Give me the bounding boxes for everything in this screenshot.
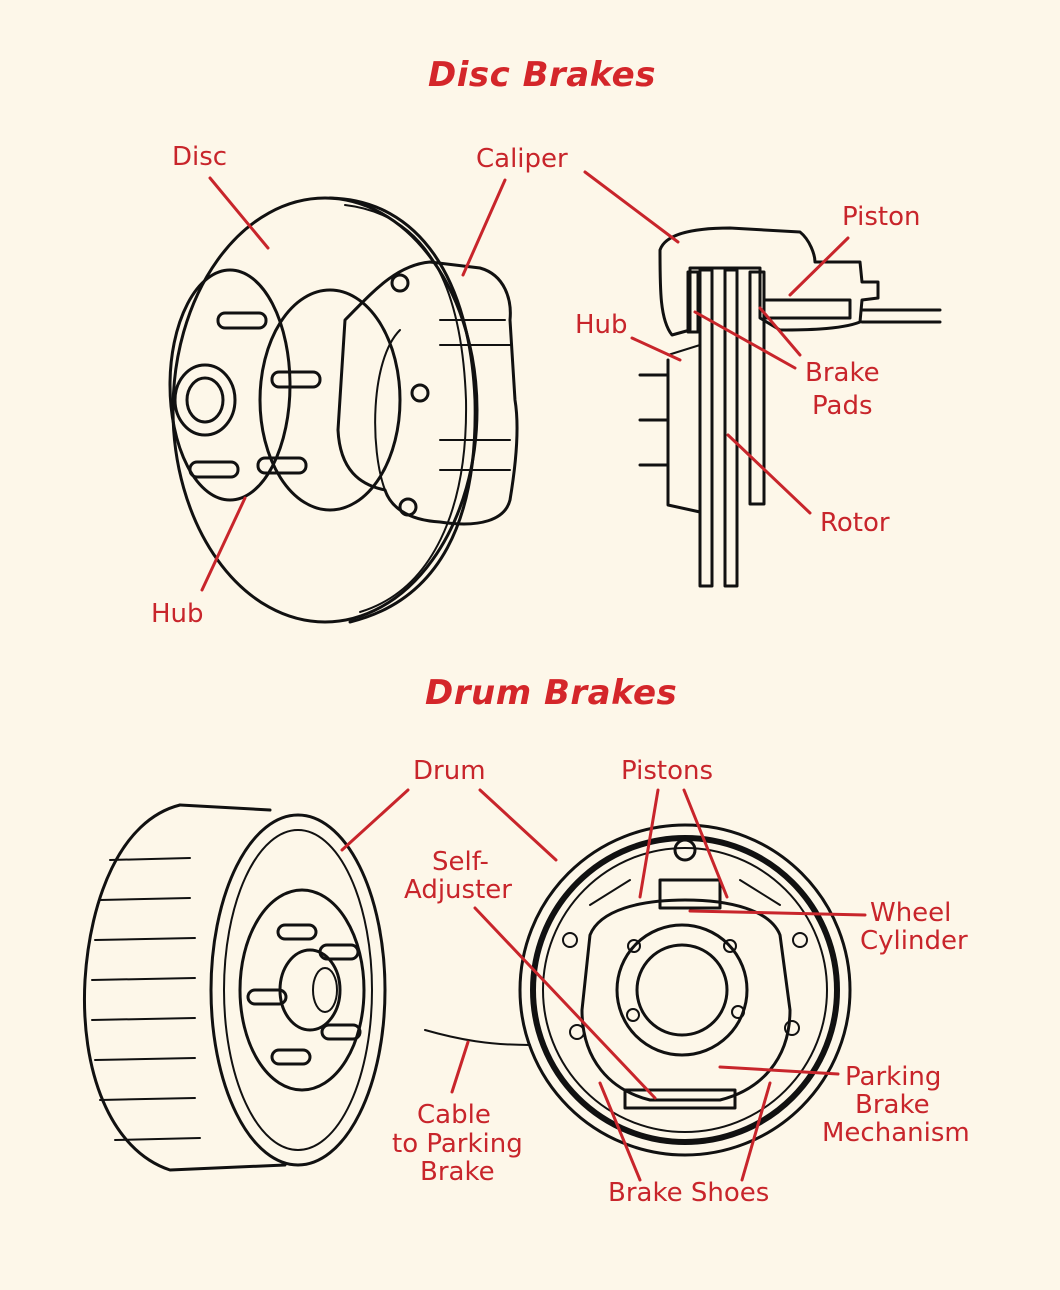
label-cable-2: to Parking	[392, 1129, 523, 1159]
label-wheel-cylinder-1: Wheel	[870, 898, 952, 928]
drum-studs	[246, 923, 362, 1066]
drum-fins	[91, 857, 201, 1141]
disc-rotor-face	[171, 196, 479, 624]
brake-pad-outer	[748, 270, 766, 506]
drum-backing-ring-outer	[518, 823, 852, 1157]
drum-interior-illustration	[424, 823, 852, 1157]
label-brake-shoes: Brake Shoes	[608, 1178, 770, 1208]
anchor-pin	[673, 838, 697, 862]
label-disc: Disc	[172, 142, 228, 172]
self-adjuster	[623, 1088, 737, 1110]
label-brake-pads-2: Pads	[812, 391, 873, 421]
wheel-studs	[188, 311, 322, 479]
hub-studs-section	[638, 373, 670, 467]
hub-face	[168, 268, 292, 502]
hub-flange	[258, 288, 402, 512]
label-hub-right: Hub	[575, 310, 628, 340]
disc-brakes-title: Disc Brakes	[428, 55, 656, 95]
drum-illustration	[82, 803, 387, 1172]
label-cable-1: Cable	[417, 1100, 491, 1130]
return-springs	[589, 879, 781, 906]
drum-face	[209, 813, 387, 1167]
label-hub-left: Hub	[151, 599, 204, 629]
backing-plate-center	[615, 923, 749, 1057]
label-brake-pads-1: Brake	[805, 358, 880, 388]
caliper-section	[658, 226, 880, 337]
brake-shoes	[580, 898, 792, 1102]
label-self-adjuster-1: Self-	[432, 847, 489, 877]
label-parking-mech-3: Mechanism	[822, 1118, 970, 1148]
disc-rotor-edge	[328, 196, 477, 624]
label-self-adjuster-2: Adjuster	[404, 875, 512, 905]
drum-hub-plate	[238, 888, 366, 1092]
hub-section	[666, 358, 702, 514]
label-parking-mech-1: Parking	[845, 1062, 942, 1092]
drum-brakes-title: Drum Brakes	[425, 673, 678, 713]
disc-brake-illustration	[168, 196, 519, 624]
label-rotor: Rotor	[820, 508, 890, 538]
hub-cap	[173, 363, 237, 437]
piston-section	[762, 298, 852, 320]
disc-brake-cross-section	[638, 226, 942, 588]
parking-brake-cable	[424, 1029, 531, 1046]
label-caliper: Caliper	[476, 144, 568, 174]
label-parking-mech-2: Brake	[855, 1090, 930, 1120]
label-pistons: Pistons	[621, 756, 714, 786]
wheel-cylinder	[658, 878, 722, 910]
drum-outer-edge	[82, 803, 287, 1172]
brake-line	[860, 308, 942, 324]
label-piston: Piston	[842, 202, 921, 232]
rotor-section-right	[723, 268, 739, 588]
label-cable-3: Brake	[420, 1157, 495, 1187]
rotor-section-left	[698, 268, 714, 588]
leader-lines	[200, 170, 867, 1182]
brake-pad-inner	[686, 270, 700, 334]
label-wheel-cylinder-2: Cylinder	[860, 926, 968, 956]
label-drum: Drum	[413, 756, 486, 786]
drum-hub	[278, 948, 342, 1032]
